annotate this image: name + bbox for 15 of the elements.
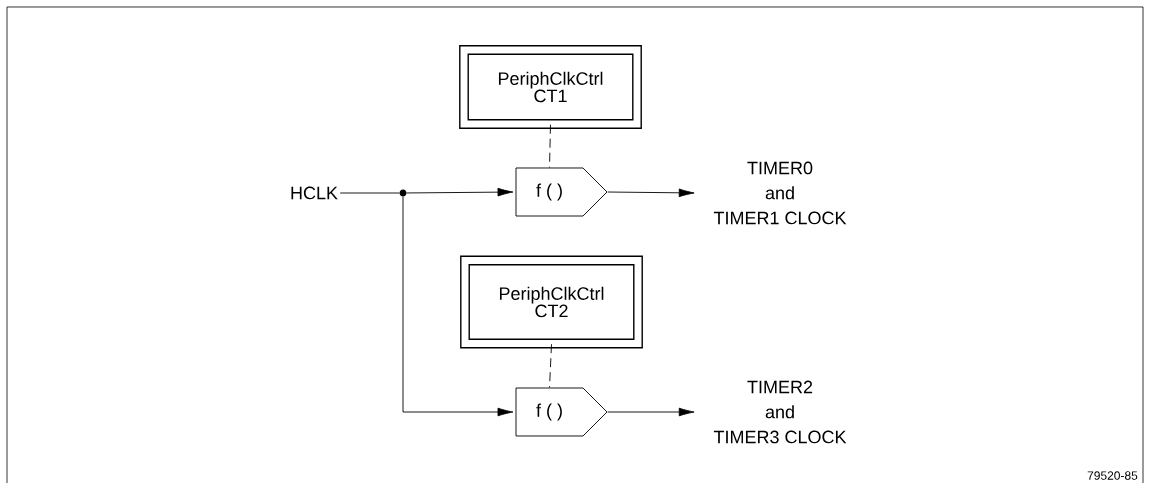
connector-line [339, 192, 400, 194]
function-block: f ( ) [515, 167, 608, 217]
register-box: PeriphClkCtrl CT2 [460, 255, 643, 349]
function-block: f ( ) [515, 387, 608, 437]
arrow [607, 407, 695, 417]
figure-number: 79520-85 [1087, 471, 1138, 480]
dashed-line [549, 124, 551, 168]
output-label: TIMER0 and TIMER1 CLOCK [713, 161, 847, 225]
signal-label: HCLK [291, 186, 338, 200]
dashed-line [549, 343, 552, 388]
output-label: TIMER2 and TIMER3 CLOCK [713, 380, 847, 444]
arrow [406, 187, 514, 197]
arrow [402, 196, 514, 417]
arrow [607, 188, 695, 198]
register-box: PeriphClkCtrl CT1 [459, 45, 642, 129]
